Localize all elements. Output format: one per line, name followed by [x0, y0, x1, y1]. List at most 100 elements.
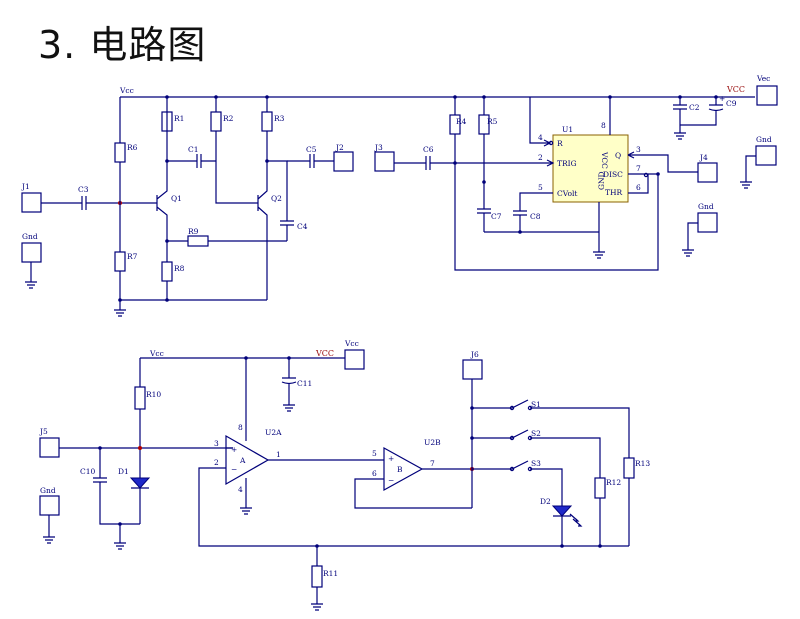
r5-resistor [478, 114, 490, 135]
j5-label: J5 [39, 427, 48, 436]
r8-resistor [161, 261, 173, 282]
gnd-label: Gnd [22, 232, 38, 241]
pin-4-num: 4 [238, 485, 243, 494]
q1-transistor [156, 97, 168, 262]
d2-light-arrows [569, 513, 583, 527]
r5-c7-wires [477, 97, 491, 232]
u1-pin-gnd: GND [597, 171, 606, 190]
junction-dot [518, 230, 522, 234]
inverting-bubble [548, 140, 554, 146]
u2b-feedback-wire [354, 478, 472, 509]
junction-dot [482, 180, 486, 184]
j3-connector [374, 151, 395, 172]
ground-symbol [240, 478, 252, 515]
r2-label: R2 [223, 114, 234, 123]
r6-resistor [114, 142, 126, 163]
c2-label: C2 [689, 103, 700, 112]
junction-dot [678, 95, 682, 99]
u1-pin-thr: THR [605, 188, 623, 197]
u2a-plus: + [231, 445, 237, 454]
ground-symbol [114, 300, 126, 317]
r5-label: R5 [487, 117, 498, 126]
vcc-connector-label: Vec [756, 74, 770, 83]
u2a-opamp [225, 434, 270, 486]
r9-resistor [187, 235, 209, 247]
c1-capacitor [167, 154, 216, 168]
u2b-plus: + [388, 454, 394, 463]
ground-symbol [25, 262, 37, 289]
gnd-connector [755, 145, 777, 166]
pin-7-num: 7 [430, 459, 435, 468]
junction-dot [165, 95, 169, 99]
s2-label: S2 [531, 429, 541, 438]
junction-dot [453, 95, 457, 99]
d2-led [551, 505, 573, 517]
r11-wires [311, 546, 323, 611]
junction-dot [714, 95, 718, 99]
c9-capacitor [680, 97, 724, 126]
s3-label: S3 [531, 459, 541, 468]
q2-transistor [257, 131, 268, 300]
vcc-label: Vcc [149, 349, 164, 358]
r1-label: R1 [174, 114, 184, 123]
u1-pin-disc: DISC [603, 170, 623, 179]
ground-symbol [114, 524, 126, 550]
r3-resistor [261, 111, 273, 132]
feedback-loop-wire [454, 163, 659, 271]
pin-6-num: 6 [636, 183, 641, 192]
pin-8-num: 8 [601, 121, 606, 130]
c11-capacitor [281, 358, 297, 412]
pin-3-num: 3 [636, 145, 641, 154]
u1-label: U1 [562, 125, 573, 134]
r12-resistor [594, 477, 606, 499]
d1-cathode [131, 487, 149, 524]
vcc-caps-label: VCC [315, 349, 334, 358]
vcc-connector-label: Vcc [344, 339, 359, 348]
d2-label: D2 [540, 497, 551, 506]
vcc-connector [344, 349, 365, 370]
u2b-opamp [383, 446, 424, 492]
c11-label: C11 [297, 379, 312, 388]
inverting-bubble [643, 172, 649, 178]
u1-reset-wire [529, 97, 540, 144]
gnd-label: Gnd [698, 202, 714, 211]
pin-2-num: 2 [538, 153, 543, 162]
r10-resistor [134, 386, 146, 410]
gnd-connector [39, 495, 60, 516]
pin-6-num: 6 [372, 469, 377, 478]
r10-label: R10 [146, 390, 161, 399]
switch-contact [527, 435, 533, 441]
pin-2-num: 2 [214, 458, 219, 467]
s1-label: S1 [531, 400, 541, 409]
u1-output-wire [640, 154, 698, 173]
pin-5-num: 5 [538, 183, 543, 192]
top-circuit: Vcc VCC Vec J1 C3 R6 R7 Gnd Q1 R1 R8 [21, 74, 778, 317]
vcc-caps-label: VCC [726, 85, 745, 94]
junction-dot [560, 544, 564, 548]
s1-switch [472, 399, 630, 458]
j2-connector [333, 151, 354, 172]
pin-5-num: 5 [372, 449, 377, 458]
r4-label: R4 [456, 117, 467, 126]
u1-pin2 [540, 159, 555, 167]
j1-label: J1 [21, 182, 30, 191]
c8-capacitor [513, 210, 527, 232]
c6-capacitor [394, 156, 540, 170]
switch-contact [509, 466, 515, 472]
c10-label: C10 [80, 467, 96, 476]
u1-pin3 [627, 151, 640, 159]
r4-resistor [449, 114, 461, 135]
page-title: 3. 电路图 [38, 23, 207, 67]
c6-label: C6 [423, 145, 434, 154]
ground-symbol [43, 515, 55, 544]
junction-dot [165, 298, 169, 302]
r2-resistor [210, 111, 222, 132]
u2b-label: U2B [424, 438, 441, 447]
pin-3-num: 3 [214, 439, 219, 448]
q1-label: Q1 [171, 194, 182, 203]
r3-label: R3 [274, 114, 285, 123]
j4-connector [697, 162, 718, 183]
u2b-minus: − [388, 476, 394, 485]
j3-label: J3 [374, 143, 383, 152]
r7-label: R7 [127, 252, 138, 261]
